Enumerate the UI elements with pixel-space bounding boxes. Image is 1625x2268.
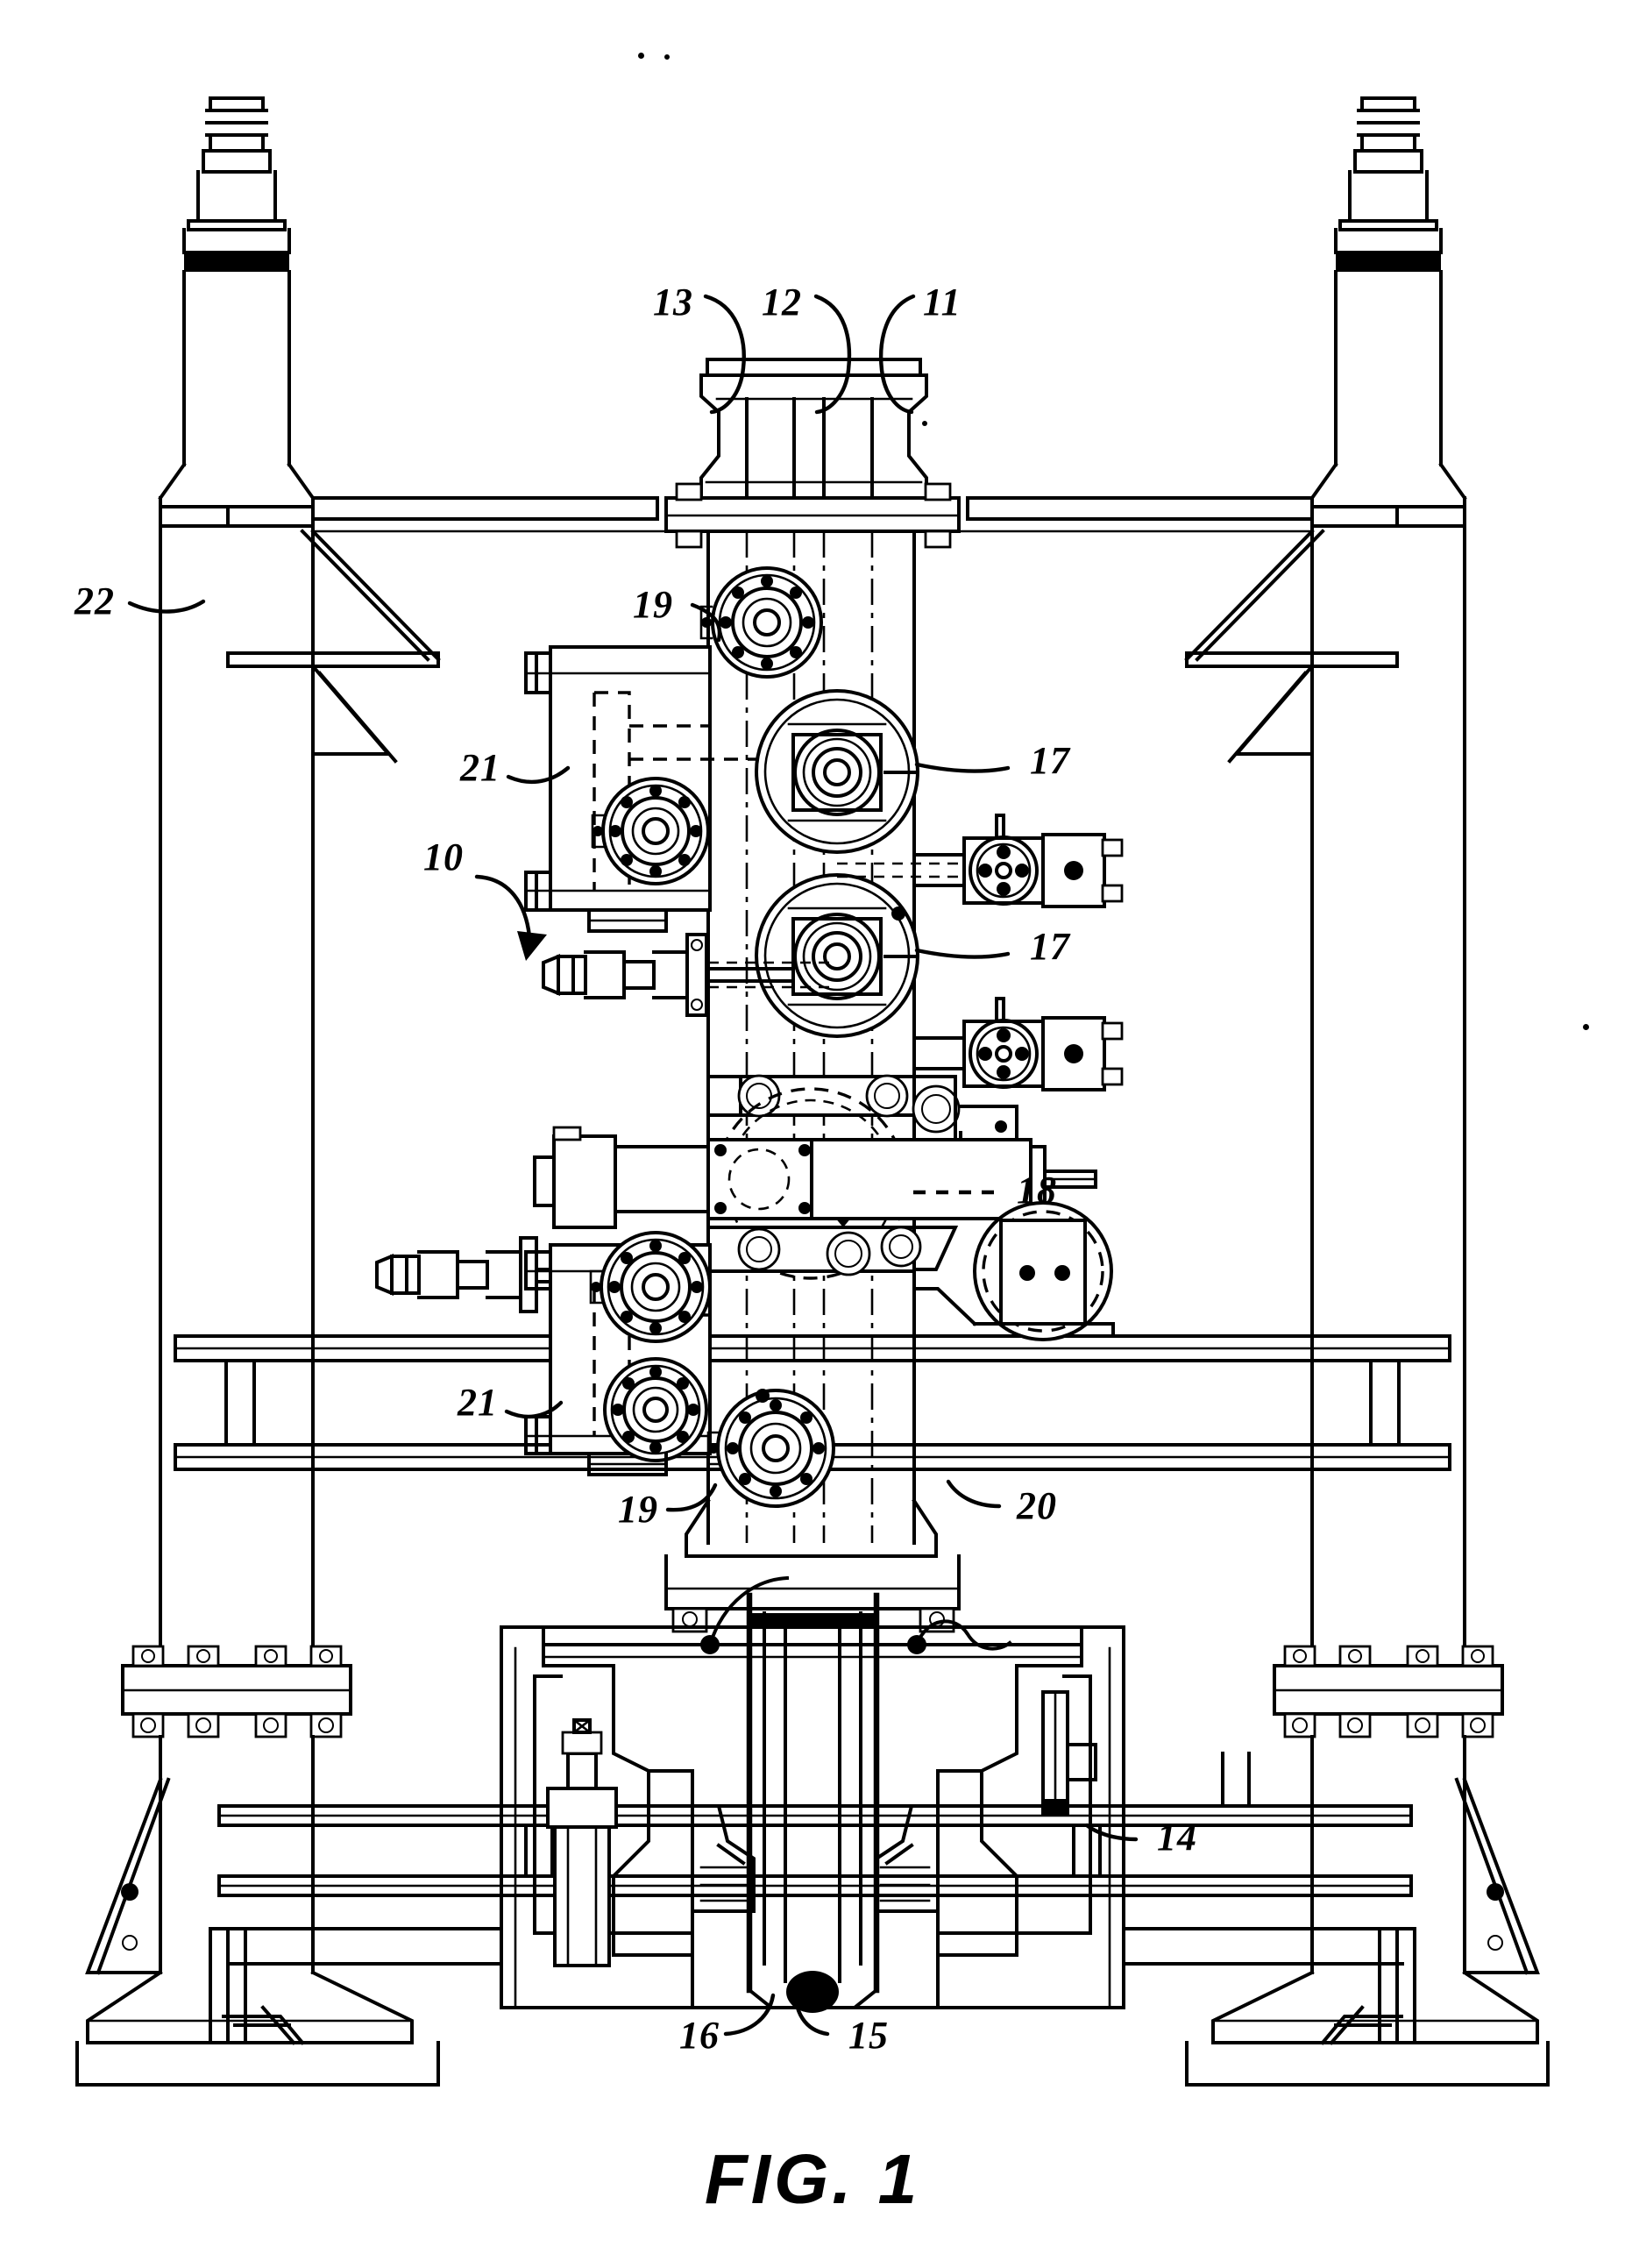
scan-speck-top [638,53,644,59]
lower-frame-rails [217,1752,1413,1897]
hose-connector-lower [375,1236,552,1313]
upper-valve-block [524,645,914,933]
ref-label-14: 13 [653,281,693,323]
valve-actuator-19-upper [699,566,823,679]
ref-label-21-upper: 21 [460,746,500,789]
right-flange-bolts [1283,1645,1494,1738]
left-guide-post [75,96,694,2087]
ref-label-13: 12 [762,281,802,323]
figure-caption: FIG. 1 [704,2140,921,2218]
ref-label-21-lower: 21 [458,1381,498,1424]
ref-label-22: 22 [75,579,115,622]
right-guide-post [931,96,1550,2087]
scan-speck-mid [922,421,927,426]
ref-label-19-upper: 19 [633,583,673,626]
scan-speck-top-2 [664,54,670,60]
wellhead-spool [226,1575,1404,2013]
valve-actuator-lower-left-2 [603,1357,708,1462]
valve-actuator-lower-left [589,1231,712,1343]
choke-crossover-assembly [533,1074,1115,1341]
scan-speck-right [1583,1024,1589,1030]
upper-deck-plates [656,496,969,521]
side-outlet-assembly-lower [912,997,1124,1091]
ref-label-16: 16 [679,2014,720,2057]
ref-label-19-lower: 19 [618,1488,658,1531]
hydraulic-cylinder [546,1718,618,1967]
ref-label-17-lower: 17 [1030,925,1070,968]
left-flange-bolts [131,1645,343,1738]
ref-label-15: 15 [848,2014,889,2057]
lower-valve-block [524,1231,712,1476]
ref-label-10: 10 [423,835,464,878]
production-master-valve-upper [755,689,919,854]
side-valve-stub [1041,1690,1097,1815]
ref-label-18: 18 [1017,1169,1057,1212]
tree-body [664,358,961,1633]
ref-label-11: 14 [1157,1816,1197,1859]
ref-label-17-upper: 17 [1030,739,1070,782]
ref-label-12: 11 [923,281,962,323]
leader-lines [127,294,1139,2037]
hose-connector-upper [542,933,837,1017]
valve-actuator-19-lower [706,1389,835,1508]
valve-actuator-upper-left [591,777,710,885]
ref-label-20: 20 [1017,1484,1057,1527]
production-master-valve-lower [755,873,919,1038]
side-outlet-assembly-upper [837,814,1124,908]
